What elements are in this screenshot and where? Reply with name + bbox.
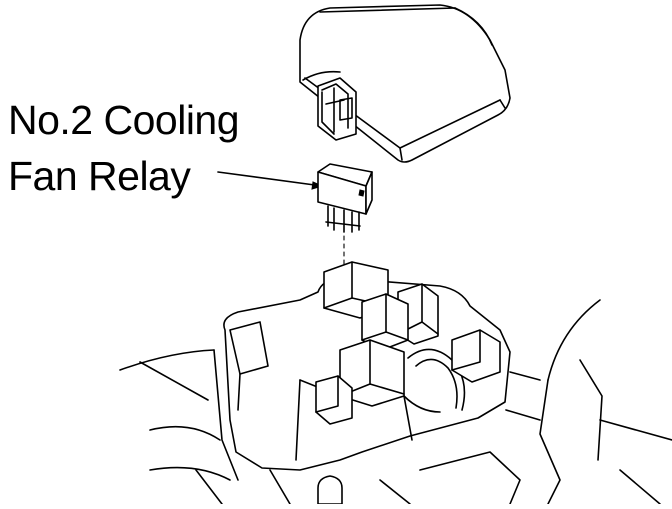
relay-callout-label: No.2 Cooling Fan Relay xyxy=(8,92,240,204)
engine-bay-outline xyxy=(119,299,672,505)
leader-line xyxy=(217,171,323,187)
callout-line-2: Fan Relay xyxy=(8,153,191,199)
cooling-fan-relay xyxy=(317,163,373,233)
relay-block-cover xyxy=(299,4,511,163)
junction-block xyxy=(223,261,511,505)
callout-line-1: No.2 Cooling xyxy=(8,97,240,143)
